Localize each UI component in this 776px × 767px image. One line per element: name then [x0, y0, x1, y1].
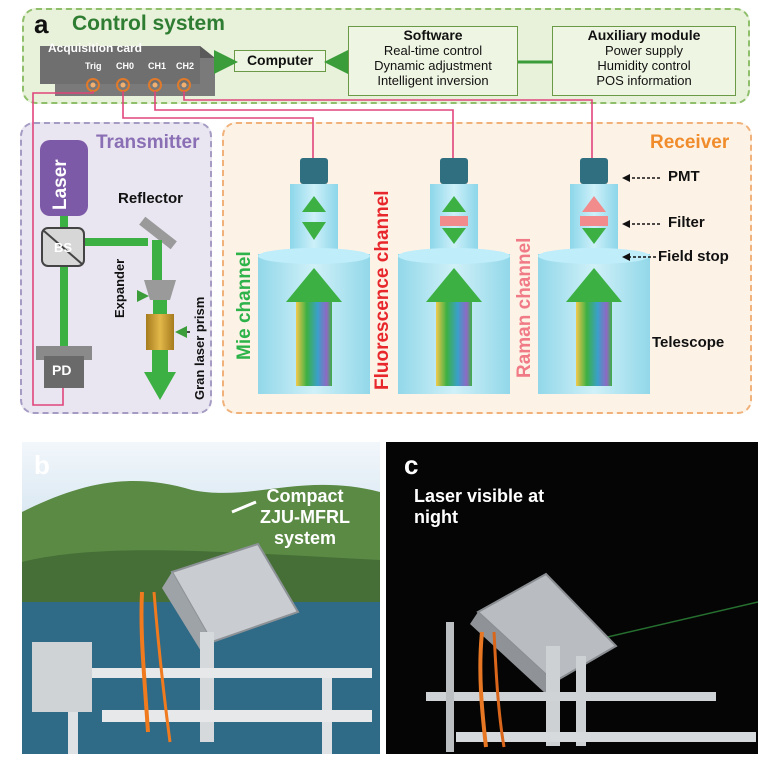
software-box: Software Real-time control Dynamic adjus… [348, 26, 518, 96]
fluorescence-channel-label: Fluorescence channel [372, 190, 393, 390]
output-beam-arrow [144, 372, 176, 400]
ch0-signal-line [122, 91, 314, 160]
caption-line: Laser visible at [414, 486, 545, 506]
telescope-mie [258, 158, 370, 394]
laser-beam-horizontal [66, 238, 148, 246]
panel-b-caption: Compact ZJU-MFRL system [240, 486, 370, 549]
telescope-fluorescence [398, 158, 510, 394]
diagram-overlay [32, 50, 660, 406]
control-system-title: Control system [72, 12, 225, 35]
telescope-label: Telescope [652, 334, 725, 351]
laser-beam-vertical [60, 216, 68, 346]
computer-box: Computer [234, 50, 326, 72]
acquisition-card-label: Acquisition card [48, 41, 143, 55]
pmt-label: PMT [668, 168, 700, 185]
port-trig-label: Trig [85, 61, 102, 71]
pd-label: PD [52, 362, 72, 378]
ch2-signal-line [183, 91, 593, 160]
caption-line: night [414, 507, 458, 527]
caption-line: system [273, 528, 337, 548]
pd-block [44, 356, 84, 388]
software-line: Intelligent inversion [377, 73, 489, 88]
reflector-mirror [139, 216, 177, 250]
caption-line: ZJU-MFRL [260, 507, 350, 527]
laser-label: Laser [50, 159, 71, 210]
receiver-title: Receiver [650, 132, 730, 153]
mie-channel-label: Mie channel [234, 251, 255, 360]
port-ch1-label: CH1 [148, 61, 167, 71]
auxiliary-line: Humidity control [597, 58, 691, 73]
field-stop-label: Field stop [658, 248, 729, 265]
caption-line: Compact [266, 486, 344, 506]
gran-prism [146, 314, 174, 350]
software-line: Dynamic adjustment [374, 58, 492, 73]
software-line: Real-time control [383, 43, 483, 58]
reflector-label: Reflector [118, 190, 184, 207]
bs-label: BS [54, 240, 73, 255]
auxiliary-title: Auxiliary module [587, 27, 701, 43]
telescope-raman [538, 158, 650, 394]
gran-prism-label: Gran laser prism [192, 296, 207, 400]
trig-signal-line [32, 91, 94, 406]
ch1-signal-line [154, 91, 454, 160]
night-photo [386, 442, 758, 754]
panel-c-letter: c [404, 450, 419, 480]
port-ch2-label: CH2 [176, 61, 195, 71]
expander-label: Expander [112, 258, 127, 318]
daytime-scene [22, 481, 380, 754]
filter-label: Filter [668, 214, 705, 231]
port-ch0-label: CH0 [116, 61, 135, 71]
expander-lens [144, 280, 176, 300]
transmitter-title: Transmitter [96, 132, 200, 153]
auxiliary-line: Power supply [604, 43, 684, 58]
auxiliary-box: Auxiliary module Power supply Humidity c… [552, 26, 736, 96]
panel-b-letter: b [34, 450, 50, 480]
auxiliary-line: POS information [596, 73, 692, 88]
laser-block [40, 140, 88, 216]
acquisition-card [40, 46, 215, 96]
raman-channel-label: Raman channel [514, 237, 535, 378]
panel-c-caption: Laser visible at night [414, 486, 614, 528]
panel-a-letter: a [34, 9, 49, 39]
night-scene [426, 572, 758, 752]
daytime-photo [22, 442, 380, 754]
software-title: Software [403, 27, 463, 43]
